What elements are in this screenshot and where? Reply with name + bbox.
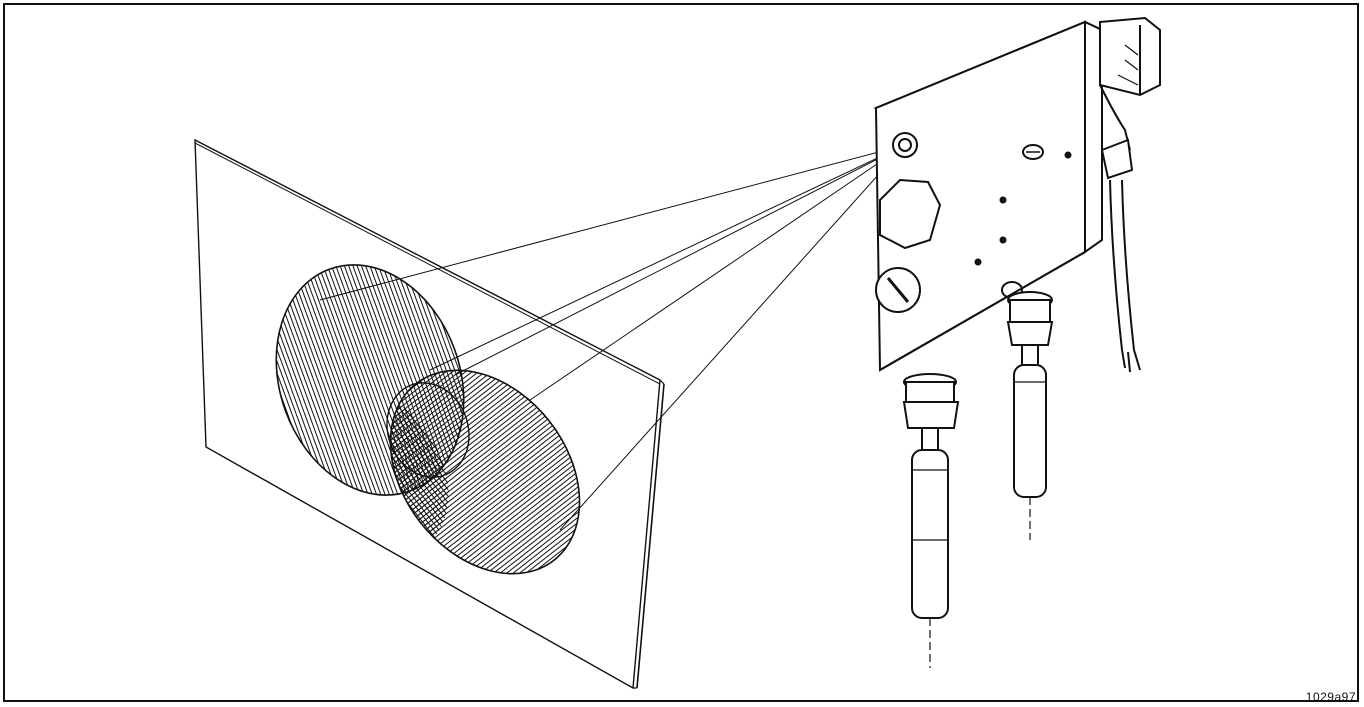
nozzle-assembly [873, 20, 1105, 372]
spray-nozzle-tubes [902, 291, 1054, 668]
horizontal-hatched-spot [386, 369, 581, 575]
figure-reference-code: 1029a97 [1305, 690, 1356, 704]
light-cone-lines [319, 144, 906, 531]
figure-frame [3, 3, 1359, 702]
connector-box [1099, 16, 1161, 180]
cable [1109, 179, 1141, 373]
